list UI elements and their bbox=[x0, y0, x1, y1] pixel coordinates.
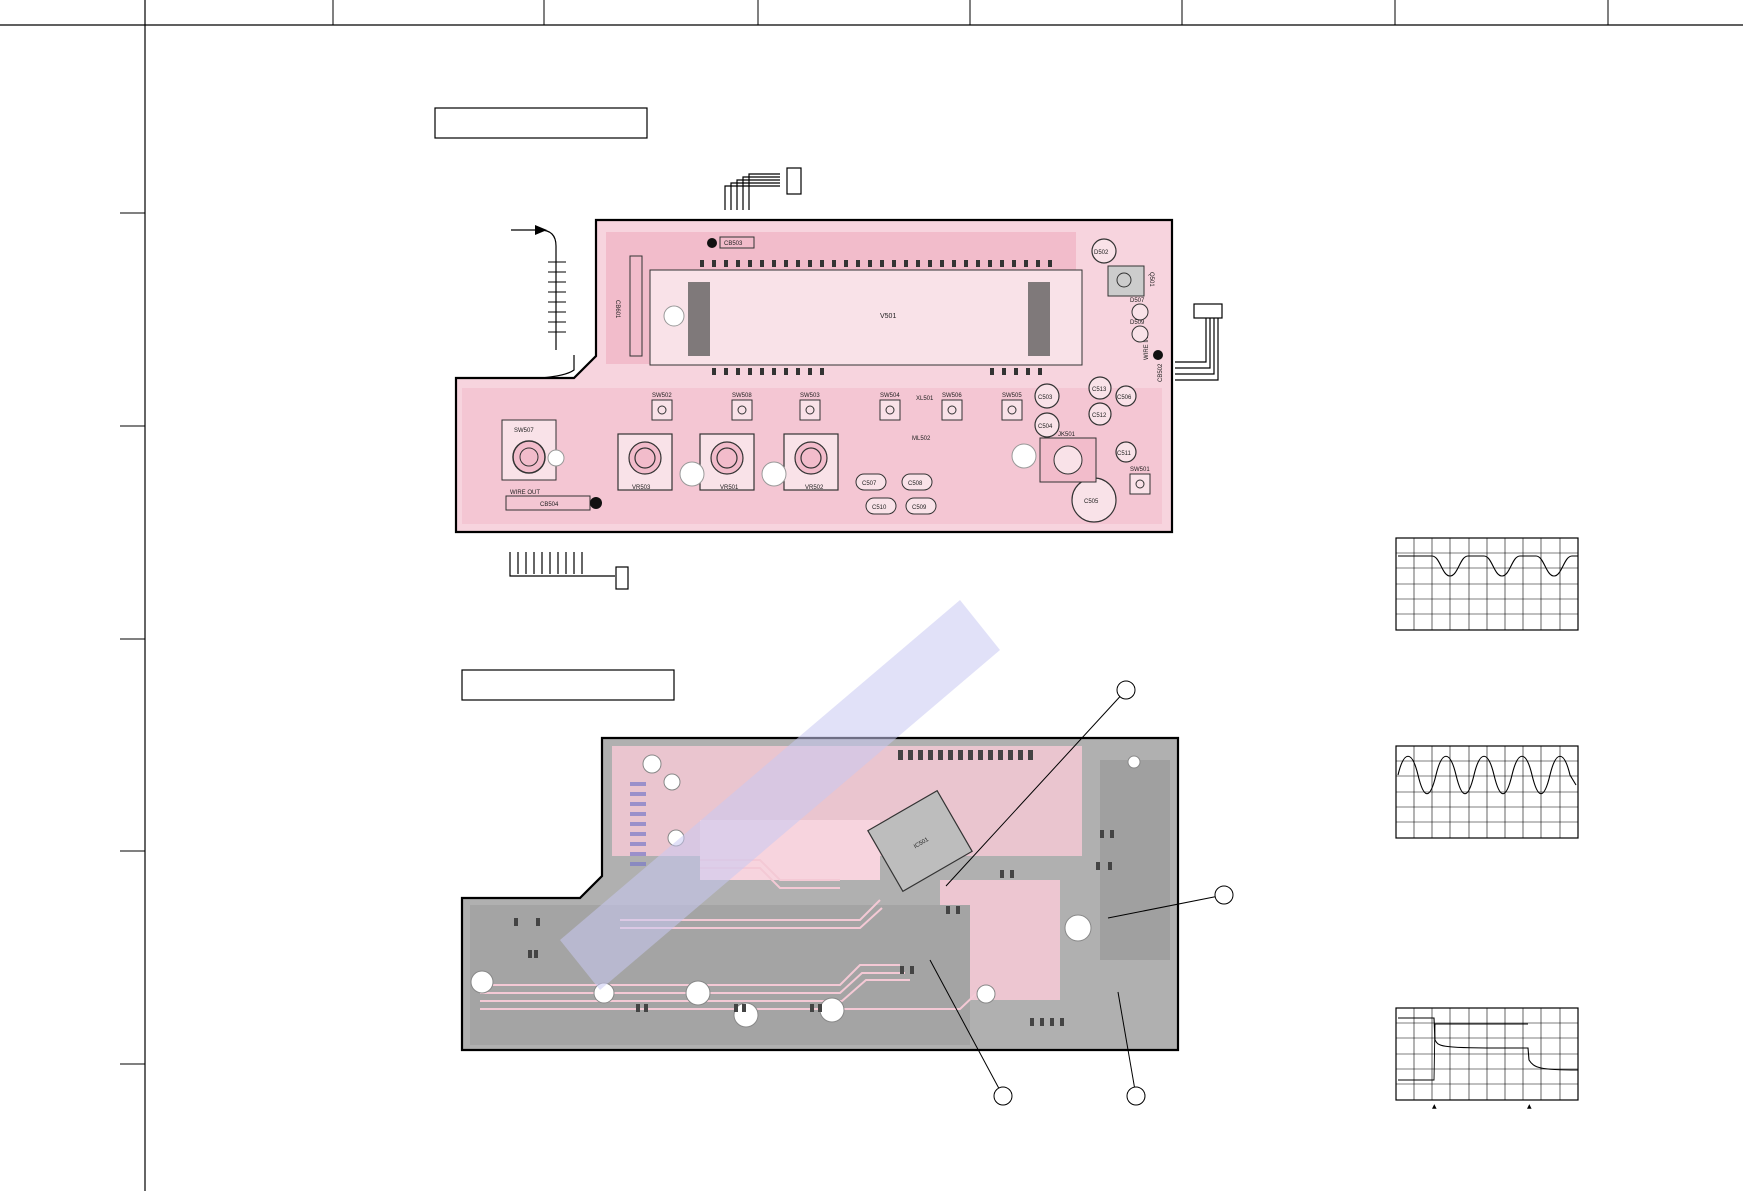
vfd-hatch-left bbox=[688, 282, 710, 356]
bottom-harness-plug bbox=[615, 566, 629, 590]
q501-label: Q501 bbox=[1148, 272, 1154, 287]
c504-label: C504 bbox=[1038, 424, 1053, 430]
column-ticks bbox=[120, 0, 1609, 1065]
top-pcb: V501 bbox=[454, 167, 1223, 590]
c507-label: C507 bbox=[862, 481, 877, 487]
bottom-traces bbox=[480, 859, 981, 1010]
c503-label: C503 bbox=[1038, 395, 1053, 401]
cb503-label: CB503 bbox=[724, 241, 743, 247]
vfd-display bbox=[649, 269, 1083, 366]
watermark-band bbox=[560, 600, 1000, 990]
c512-label: C512 bbox=[1092, 413, 1107, 419]
c509-label: C509 bbox=[912, 505, 927, 511]
sw504-label: SW504 bbox=[880, 393, 900, 399]
sw508-label: SW508 bbox=[732, 393, 752, 399]
c513-label: C513 bbox=[1092, 387, 1107, 393]
cb601-label: CB601 bbox=[614, 300, 620, 319]
left-harness-ticks bbox=[548, 261, 566, 333]
d507-label: D507 bbox=[1130, 298, 1145, 304]
top-harness-plug bbox=[786, 167, 802, 195]
sw501-label: SW501 bbox=[1130, 467, 1150, 473]
ic501-chip bbox=[867, 789, 973, 893]
right-harness bbox=[1175, 318, 1219, 381]
vfd-pins-bottom bbox=[712, 368, 1042, 375]
waveform-2 bbox=[1395, 745, 1579, 839]
jk501-label: JK501 bbox=[1058, 432, 1076, 438]
cap-pads bbox=[855, 473, 937, 515]
c511-label: C511 bbox=[1117, 451, 1132, 457]
test-point-callouts bbox=[929, 680, 1234, 1106]
top-harness bbox=[724, 173, 780, 210]
sw507-label: SW507 bbox=[514, 428, 534, 434]
waveform-1 bbox=[1395, 537, 1579, 631]
sw505-label: SW505 bbox=[1002, 393, 1022, 399]
vfd-pins-top bbox=[700, 260, 1052, 267]
cb504-label: CB504 bbox=[540, 502, 559, 508]
vr503-label: VR503 bbox=[632, 485, 651, 491]
volume-pots bbox=[617, 433, 839, 491]
waveform-3: ▲ ▲ bbox=[1395, 1007, 1579, 1110]
d509-label: D509 bbox=[1130, 320, 1145, 326]
sw503-label: SW503 bbox=[800, 393, 820, 399]
wire-out-label: WIRE OUT bbox=[510, 490, 540, 496]
ml502-label: ML502 bbox=[912, 436, 931, 442]
right-plug bbox=[1193, 303, 1223, 319]
c508-label: C508 bbox=[908, 481, 923, 487]
vfd-label: V501 bbox=[880, 313, 896, 320]
waveform-3-marker-2: ▲ bbox=[1527, 1103, 1532, 1110]
c506-label: C506 bbox=[1117, 395, 1132, 401]
electrolytic-caps bbox=[1034, 238, 1137, 523]
c505-label: C505 bbox=[1084, 499, 1099, 505]
bottom-smd-parts bbox=[514, 750, 1114, 1026]
d509-led bbox=[1131, 325, 1149, 343]
vr501-label: VR501 bbox=[720, 485, 739, 491]
bottom-pcb: IC501 bbox=[460, 736, 1180, 1052]
wire-in-label: WIRE IN bbox=[1144, 337, 1150, 360]
left-harness-arrow bbox=[535, 225, 547, 235]
title-box-bottom bbox=[461, 669, 675, 701]
c510-label: C510 bbox=[872, 505, 887, 511]
xl501-label: XL501 bbox=[916, 396, 934, 402]
tact-switches bbox=[651, 399, 1151, 495]
sw506-label: SW506 bbox=[942, 393, 962, 399]
cb503-connector bbox=[719, 236, 755, 249]
bottom-harness bbox=[509, 552, 615, 577]
mounting-holes bbox=[547, 305, 1037, 487]
sw502-label: SW502 bbox=[652, 393, 672, 399]
bottom-holes bbox=[470, 754, 1141, 1028]
bottom-connector-pads bbox=[630, 782, 646, 866]
left-harness bbox=[511, 229, 575, 379]
vfd-hatch-right bbox=[1028, 282, 1050, 356]
cb601-connector bbox=[629, 255, 643, 357]
d507-led bbox=[1131, 303, 1149, 321]
title-box-top bbox=[434, 107, 648, 139]
cb502-label: CB502 bbox=[1158, 363, 1164, 382]
waveform-3-marker-1: ▲ bbox=[1432, 1103, 1437, 1110]
vr502-label: VR502 bbox=[805, 485, 824, 491]
q501-transistor bbox=[1107, 265, 1145, 297]
d502-label: D502 bbox=[1094, 250, 1109, 256]
